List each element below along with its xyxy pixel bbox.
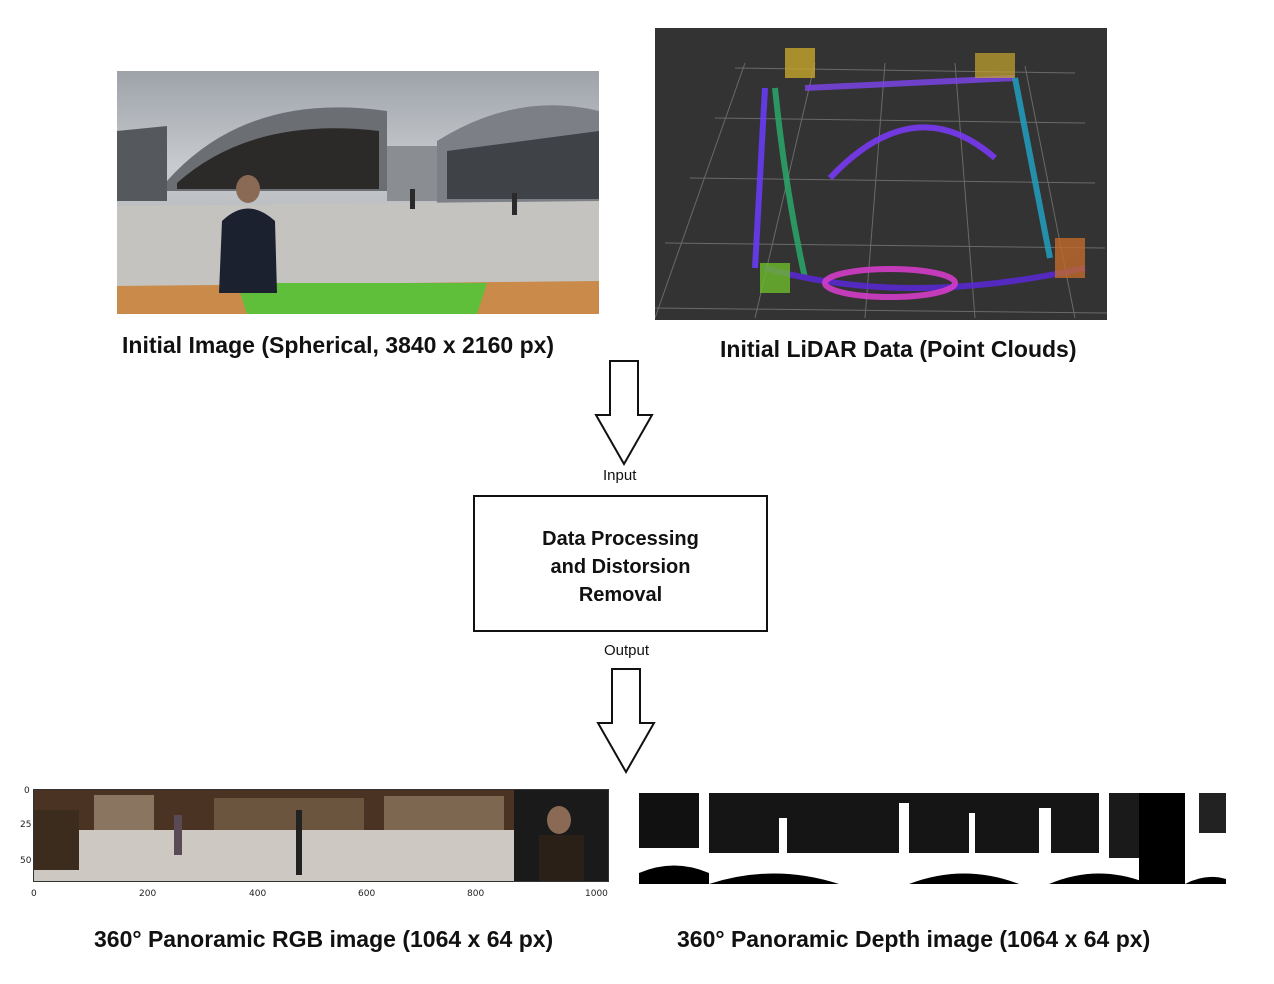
- process-line-1: Data Processing: [542, 528, 699, 550]
- lidar-caption: Initial LiDAR Data (Point Clouds): [720, 336, 1077, 362]
- down-arrow-input: [594, 360, 654, 466]
- input-label: Input: [603, 467, 637, 484]
- down-arrow-output: [596, 668, 656, 774]
- depth-caption: 360° Panoramic Depth image (1064 x 64 px…: [677, 926, 1151, 952]
- spherical-caption: Initial Image (Spherical, 3840 x 2160 px…: [122, 332, 555, 358]
- lidar-grid-art: [655, 48, 1107, 319]
- rgb-caption: 360° Panoramic RGB image (1064 x 64 px): [94, 926, 554, 952]
- rgb-x-tick: 800: [467, 889, 485, 899]
- rgb-x-tick: 200: [139, 889, 157, 899]
- spherical-image: [117, 71, 599, 314]
- depth-panorama-art: [639, 793, 1226, 884]
- process-line-3: Removal: [578, 584, 663, 606]
- output-label: Output: [604, 642, 650, 659]
- rgb-x-tick: 400: [249, 889, 267, 899]
- rgb-panorama-image: [33, 789, 609, 882]
- rgb-y-tick: 25: [20, 820, 32, 830]
- process-line-2: and Distorsion: [550, 556, 691, 578]
- lidar-point-cloud: [655, 28, 1107, 320]
- rgb-x-tick: 0: [31, 889, 37, 899]
- rgb-y-tick: 50: [20, 856, 32, 866]
- depth-panorama-image: [639, 793, 1226, 884]
- rgb-x-tick: 1000: [585, 889, 608, 899]
- spherical-image-art: [117, 105, 599, 314]
- rgb-y-tick: 0: [24, 786, 30, 796]
- process-box: Data Processing and Distorsion Removal: [473, 495, 768, 632]
- rgb-x-tick: 600: [358, 889, 376, 899]
- rgb-panorama-art: [34, 790, 608, 881]
